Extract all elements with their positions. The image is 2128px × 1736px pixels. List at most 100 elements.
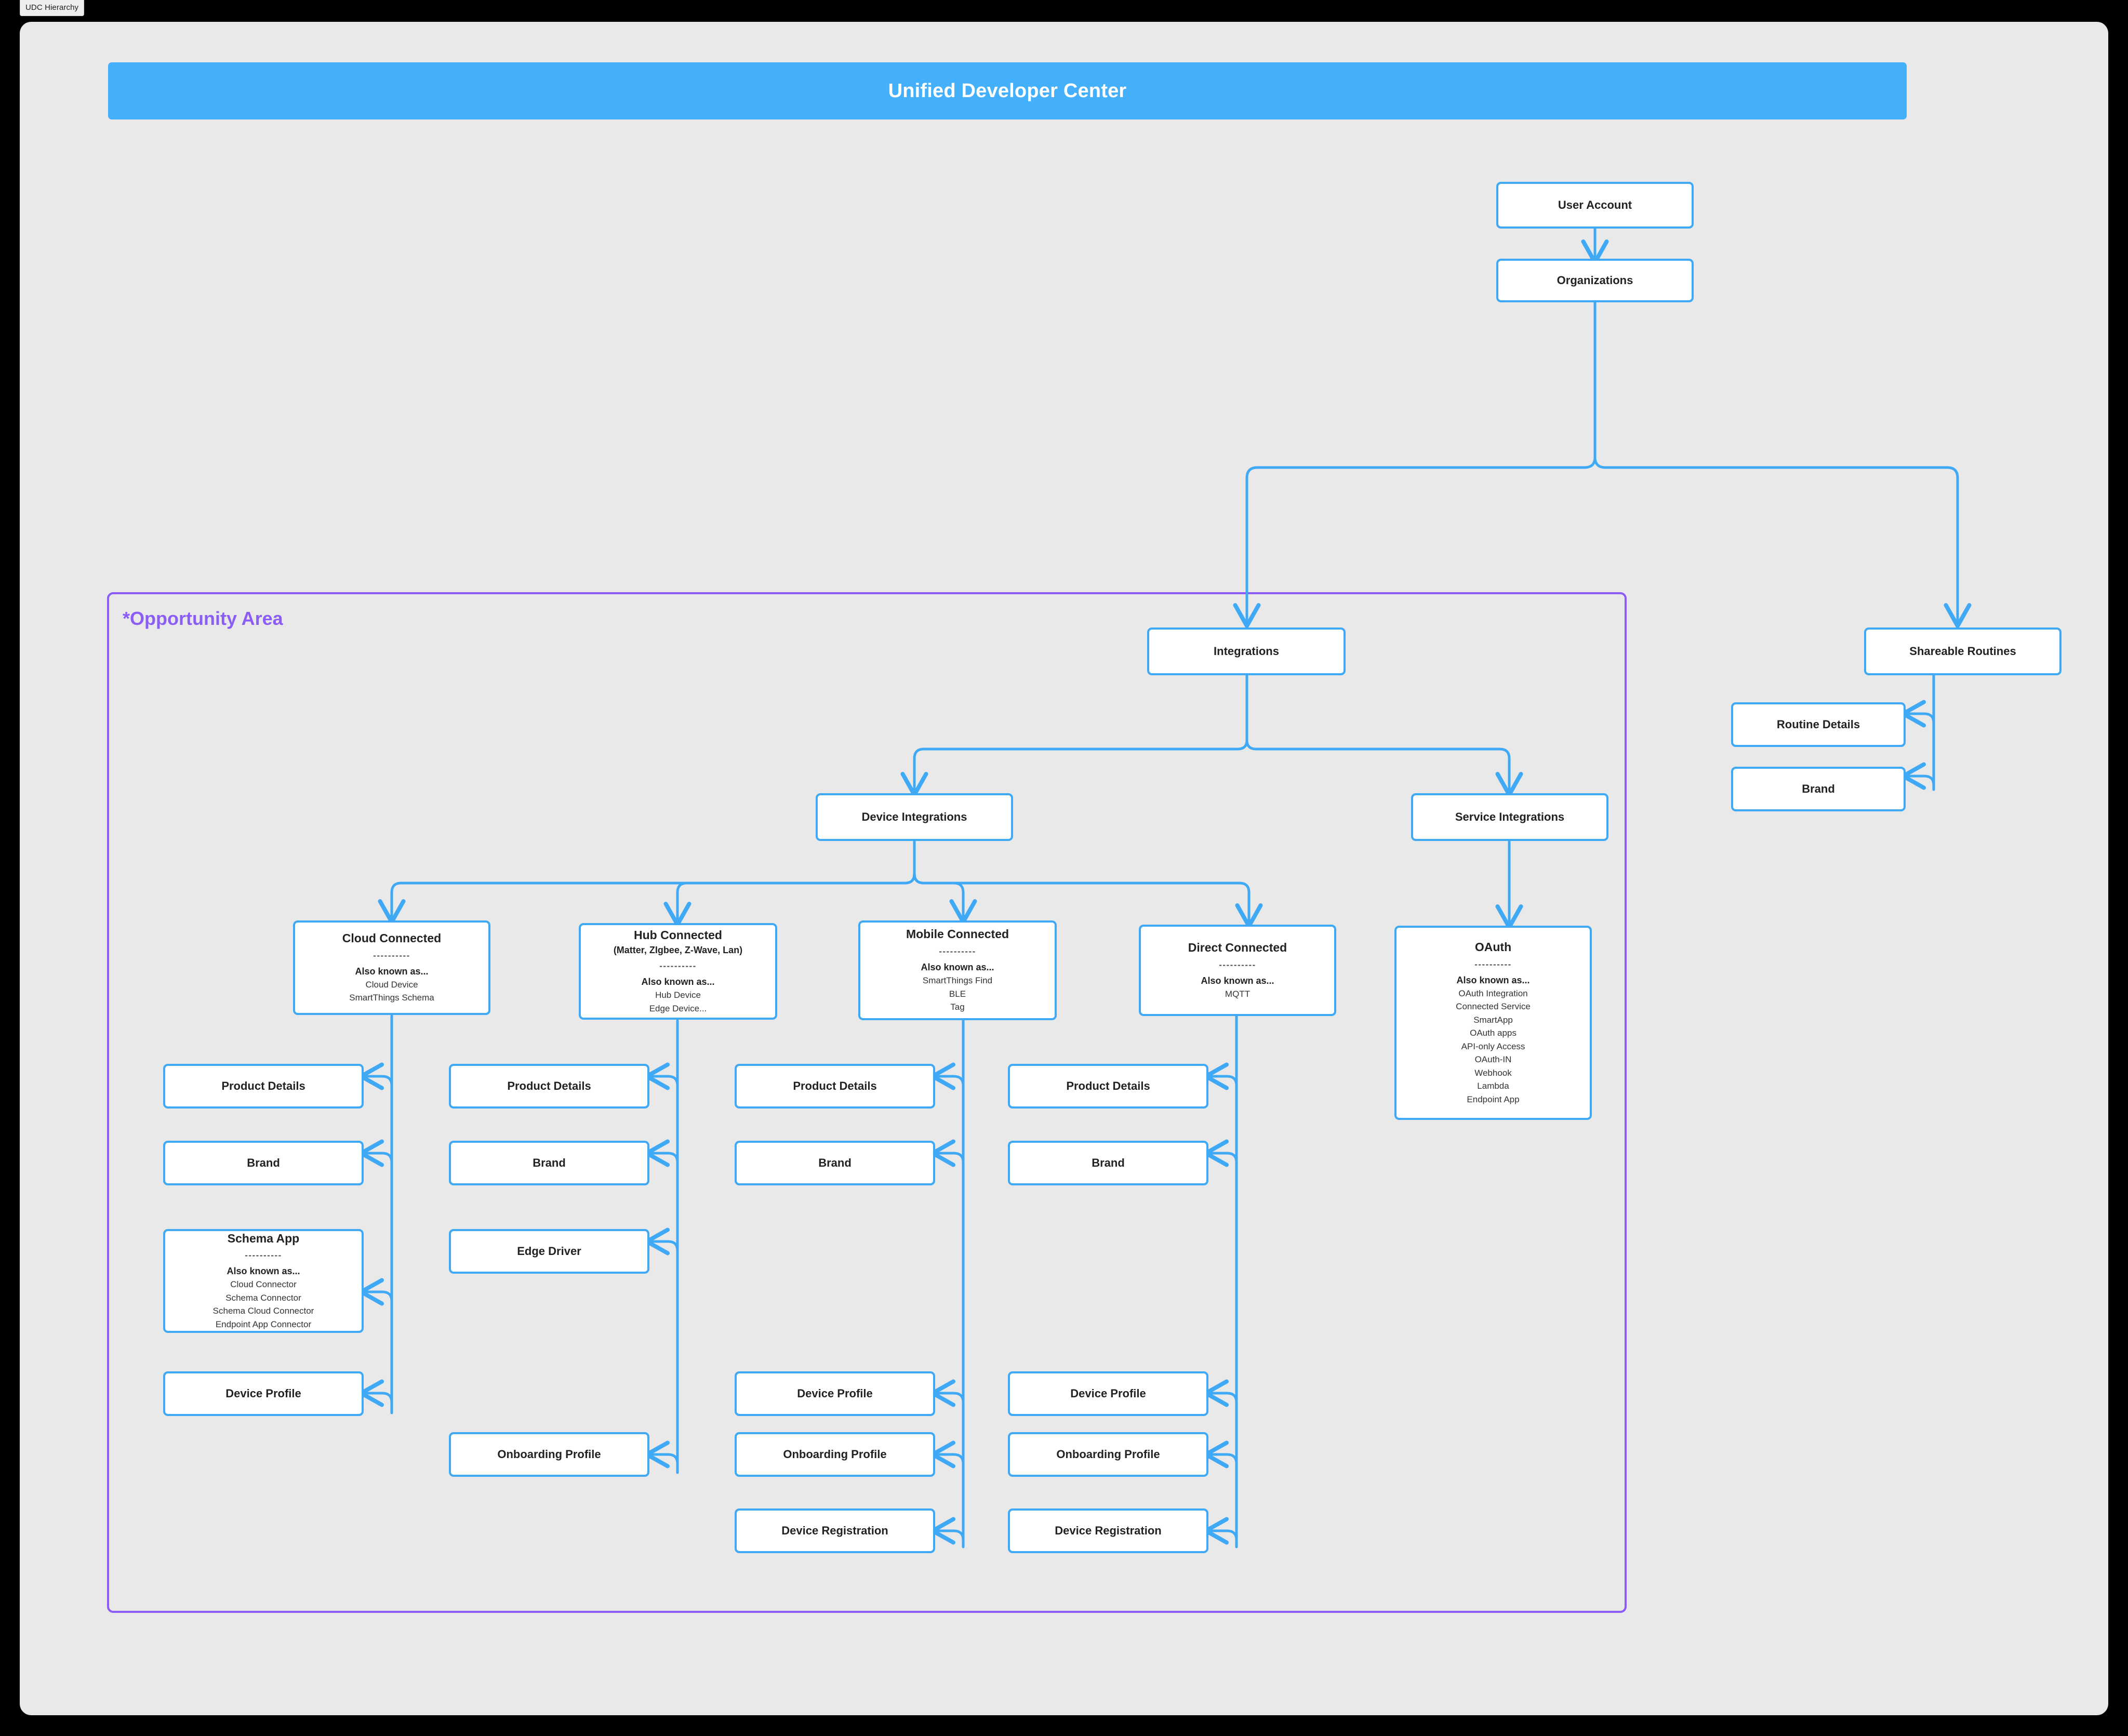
alias: OAuth-IN bbox=[1474, 1054, 1512, 1065]
node-dc-brand[interactable]: Brand bbox=[1008, 1141, 1208, 1185]
alias: Hub Device bbox=[655, 990, 701, 1000]
alias: Edge Device... bbox=[649, 1003, 707, 1013]
node-title: Brand bbox=[1802, 782, 1835, 796]
node-title: Onboarding Profile bbox=[1056, 1448, 1160, 1461]
node-mobile-connected[interactable]: Mobile Connected ---------- Also known a… bbox=[858, 920, 1057, 1020]
node-user-account[interactable]: User Account bbox=[1496, 182, 1694, 229]
alias: Webhook bbox=[1474, 1067, 1512, 1078]
node-title: Product Details bbox=[507, 1079, 591, 1093]
alias: Tag bbox=[950, 1002, 965, 1012]
aka-label: Also known as... bbox=[921, 962, 994, 973]
opportunity-area-frame bbox=[107, 592, 1627, 1613]
node-title: Brand bbox=[818, 1156, 852, 1170]
node-title: Device Profile bbox=[797, 1387, 873, 1400]
node-cc-brand[interactable]: Brand bbox=[163, 1141, 364, 1185]
aka-label: Also known as... bbox=[227, 1266, 300, 1277]
node-title: Brand bbox=[1092, 1156, 1125, 1170]
node-title: Device Registration bbox=[781, 1524, 888, 1538]
node-hc-product-details[interactable]: Product Details bbox=[449, 1064, 649, 1109]
node-device-integrations[interactable]: Device Integrations bbox=[816, 793, 1013, 841]
node-mc-product-details[interactable]: Product Details bbox=[735, 1064, 935, 1109]
node-dc-product-details[interactable]: Product Details bbox=[1008, 1064, 1208, 1109]
node-organizations[interactable]: Organizations bbox=[1496, 259, 1694, 302]
node-mc-device-registration[interactable]: Device Registration bbox=[735, 1508, 935, 1553]
node-title: Brand bbox=[533, 1156, 566, 1170]
alias: SmartThings Schema bbox=[349, 993, 434, 1003]
alias: SmartThings Find bbox=[922, 976, 993, 986]
node-title: Mobile Connected bbox=[906, 927, 1009, 941]
node-title: Direct Connected bbox=[1188, 940, 1287, 954]
alias: SmartApp bbox=[1473, 1014, 1513, 1025]
node-title: Hub Connected bbox=[634, 928, 722, 942]
node-title: Onboarding Profile bbox=[497, 1448, 601, 1461]
node-title: Routine Details bbox=[1776, 718, 1860, 731]
divider: ---------- bbox=[373, 950, 410, 960]
divider: ---------- bbox=[939, 946, 976, 957]
node-title: Edge Driver bbox=[517, 1245, 581, 1258]
node-title: Product Details bbox=[221, 1079, 305, 1093]
node-direct-connected[interactable]: Direct Connected ---------- Also known a… bbox=[1139, 925, 1336, 1016]
node-title: Organizations bbox=[1557, 274, 1633, 287]
alias: Endpoint App Connector bbox=[215, 1319, 312, 1329]
page-banner: Unified Developer Center bbox=[108, 62, 1907, 119]
node-schema-app[interactable]: Schema App ---------- Also known as... C… bbox=[163, 1229, 364, 1333]
node-service-integrations[interactable]: Service Integrations bbox=[1411, 793, 1608, 841]
alias: Cloud Device bbox=[365, 979, 418, 990]
node-title: Shareable Routines bbox=[1909, 645, 2016, 658]
node-title: Cloud Connected bbox=[342, 931, 442, 945]
divider: ---------- bbox=[659, 961, 697, 971]
node-cloud-connected[interactable]: Cloud Connected ---------- Also known as… bbox=[293, 920, 490, 1015]
banner-title: Unified Developer Center bbox=[888, 79, 1127, 102]
node-title: Onboarding Profile bbox=[783, 1448, 887, 1461]
node-title: Service Integrations bbox=[1455, 810, 1565, 824]
alias: Schema Cloud Connector bbox=[212, 1306, 314, 1316]
node-dc-onboarding-profile[interactable]: Onboarding Profile bbox=[1008, 1432, 1208, 1477]
alias: OAuth Integration bbox=[1458, 988, 1528, 998]
node-title: Device Profile bbox=[1070, 1387, 1146, 1400]
node-title: Product Details bbox=[793, 1079, 877, 1093]
node-title: Product Details bbox=[1066, 1079, 1150, 1093]
node-cc-product-details[interactable]: Product Details bbox=[163, 1064, 364, 1109]
node-hub-connected[interactable]: Hub Connected (Matter, ZIgbee, Z-Wave, L… bbox=[579, 923, 777, 1020]
alias: MQTT bbox=[1225, 989, 1251, 999]
alias: Endpoint App bbox=[1467, 1094, 1520, 1104]
node-shareable-routines[interactable]: Shareable Routines bbox=[1864, 627, 2062, 675]
node-mc-brand[interactable]: Brand bbox=[735, 1141, 935, 1185]
alias: BLE bbox=[949, 989, 966, 999]
node-mc-device-profile[interactable]: Device Profile bbox=[735, 1371, 935, 1416]
node-routine-brand[interactable]: Brand bbox=[1731, 767, 1906, 811]
alias: API-only Access bbox=[1461, 1041, 1525, 1051]
aka-label: Also known as... bbox=[641, 977, 715, 987]
node-routine-details[interactable]: Routine Details bbox=[1731, 702, 1906, 747]
alias: OAuth apps bbox=[1470, 1028, 1517, 1038]
aka-label: Also known as... bbox=[1456, 974, 1530, 985]
node-title: Schema App bbox=[227, 1231, 300, 1245]
node-mc-onboarding-profile[interactable]: Onboarding Profile bbox=[735, 1432, 935, 1477]
node-subtitle: (Matter, ZIgbee, Z-Wave, Lan) bbox=[613, 944, 743, 955]
node-title: OAuth bbox=[1474, 940, 1512, 954]
node-cc-device-profile[interactable]: Device Profile bbox=[163, 1371, 364, 1416]
node-dc-device-profile[interactable]: Device Profile bbox=[1008, 1371, 1208, 1416]
node-hc-brand[interactable]: Brand bbox=[449, 1141, 649, 1185]
node-integrations[interactable]: Integrations bbox=[1147, 627, 1346, 675]
node-hc-edge-driver[interactable]: Edge Driver bbox=[449, 1229, 649, 1274]
divider: ---------- bbox=[245, 1250, 282, 1261]
node-dc-device-registration[interactable]: Device Registration bbox=[1008, 1508, 1208, 1553]
alias: Lambda bbox=[1477, 1081, 1509, 1091]
node-title: Device Registration bbox=[1055, 1524, 1162, 1538]
divider: ---------- bbox=[1219, 959, 1256, 970]
node-hc-onboarding-profile[interactable]: Onboarding Profile bbox=[449, 1432, 649, 1477]
node-oauth[interactable]: OAuth ---------- Also known as... OAuth … bbox=[1394, 926, 1592, 1120]
node-title: Integrations bbox=[1214, 645, 1279, 658]
aka-label: Also known as... bbox=[1201, 975, 1274, 986]
node-title: User Account bbox=[1558, 198, 1632, 212]
alias: Cloud Connector bbox=[230, 1279, 297, 1290]
aka-label: Also known as... bbox=[355, 966, 429, 977]
node-title: Brand bbox=[247, 1156, 280, 1170]
divider: ---------- bbox=[1474, 959, 1512, 969]
window-tab[interactable]: UDC Hierarchy bbox=[20, 0, 85, 16]
alias: Schema Connector bbox=[225, 1292, 301, 1303]
alias: Connected Service bbox=[1456, 1001, 1531, 1012]
node-title: Device Profile bbox=[225, 1387, 301, 1400]
